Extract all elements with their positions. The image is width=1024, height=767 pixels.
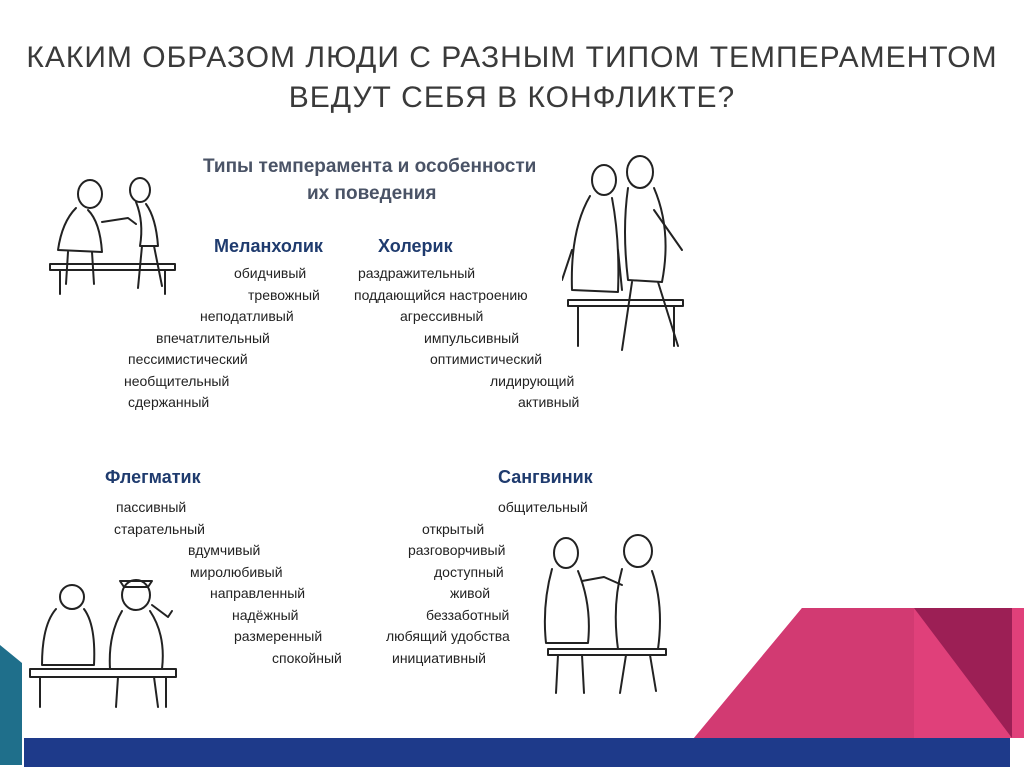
trait-item: агрессивный [400, 308, 484, 324]
trait-item: неподатливый [200, 308, 294, 324]
trait-item: миролюбивый [190, 563, 283, 580]
choleric-illustration [562, 155, 684, 351]
trait-item: вдумчивый [188, 542, 261, 558]
trait-item: обидчивый [234, 265, 307, 281]
trait-item: пассивный [116, 499, 187, 515]
trait-item: открытый [422, 520, 485, 537]
trait-item: доступный [434, 563, 504, 580]
title-line-2: ВЕДУТ СЕБЯ В КОНФЛИКТЕ? [288, 81, 736, 114]
trait-item: спокойный [272, 649, 342, 666]
pink-triangle-decoration [694, 608, 1024, 738]
sanguine-illustration [543, 534, 667, 694]
melancholic-illustration [49, 177, 176, 295]
trait-item: живой [450, 585, 491, 601]
subtitle-line-2: их поведения [307, 183, 437, 204]
trait-item: раздражительный [358, 265, 476, 281]
subtitle-line-1: Типы темперамента и особенности [203, 156, 537, 177]
phlegmatic-traits: пассивный старательный вдумчивый миролюб… [112, 497, 362, 669]
trait-item: надёжный [232, 606, 299, 623]
trait-item: лидирующий [490, 372, 575, 389]
phlegmatic-heading: Флегматик [105, 467, 201, 487]
trait-item: общительный [498, 499, 588, 515]
sanguine-traits: общительный открытый разговорчивый досту… [386, 497, 606, 669]
trait-item: тревожный [248, 286, 320, 303]
trait-item: размеренный [234, 628, 323, 644]
trait-item: необщительный [124, 372, 230, 389]
melancholic-traits: обидчивый тревожный неподатливый впечатл… [120, 263, 320, 414]
trait-item: направленный [210, 585, 306, 601]
teal-corner-decoration [0, 645, 22, 765]
choleric-heading: Холерик [378, 236, 453, 256]
trait-item: старательный [114, 520, 205, 537]
trait-item: разговорчивый [408, 542, 506, 558]
trait-item: активный [518, 394, 580, 410]
trait-item: пессимистический [128, 351, 248, 367]
slide-title: КАКИМ ОБРАЗОМ ЛЮДИ С РАЗНЫМ ТИПОМ ТЕМПЕР… [0, 38, 1024, 118]
trait-item: инициативный [392, 649, 486, 666]
title-line-1: КАКИМ ОБРАЗОМ ЛЮДИ С РАЗНЫМ ТИПОМ ТЕМПЕР… [26, 41, 998, 74]
sanguine-heading: Сангвиник [498, 467, 593, 487]
trait-item: впечатлительный [156, 329, 270, 346]
trait-item: сдержанный [128, 394, 210, 410]
trait-item: оптимистический [430, 351, 543, 367]
melancholic-heading: Меланхолик [214, 236, 323, 256]
trait-item: любящий удобства [386, 628, 510, 644]
trait-item: поддающийся настроению [354, 286, 528, 303]
bottom-blue-bar [24, 738, 1010, 767]
choleric-traits: раздражительный поддающийся настроению а… [350, 263, 590, 414]
phlegmatic-illustration [29, 579, 177, 708]
trait-item: беззаботный [426, 606, 510, 623]
trait-item: импульсивный [424, 329, 520, 346]
